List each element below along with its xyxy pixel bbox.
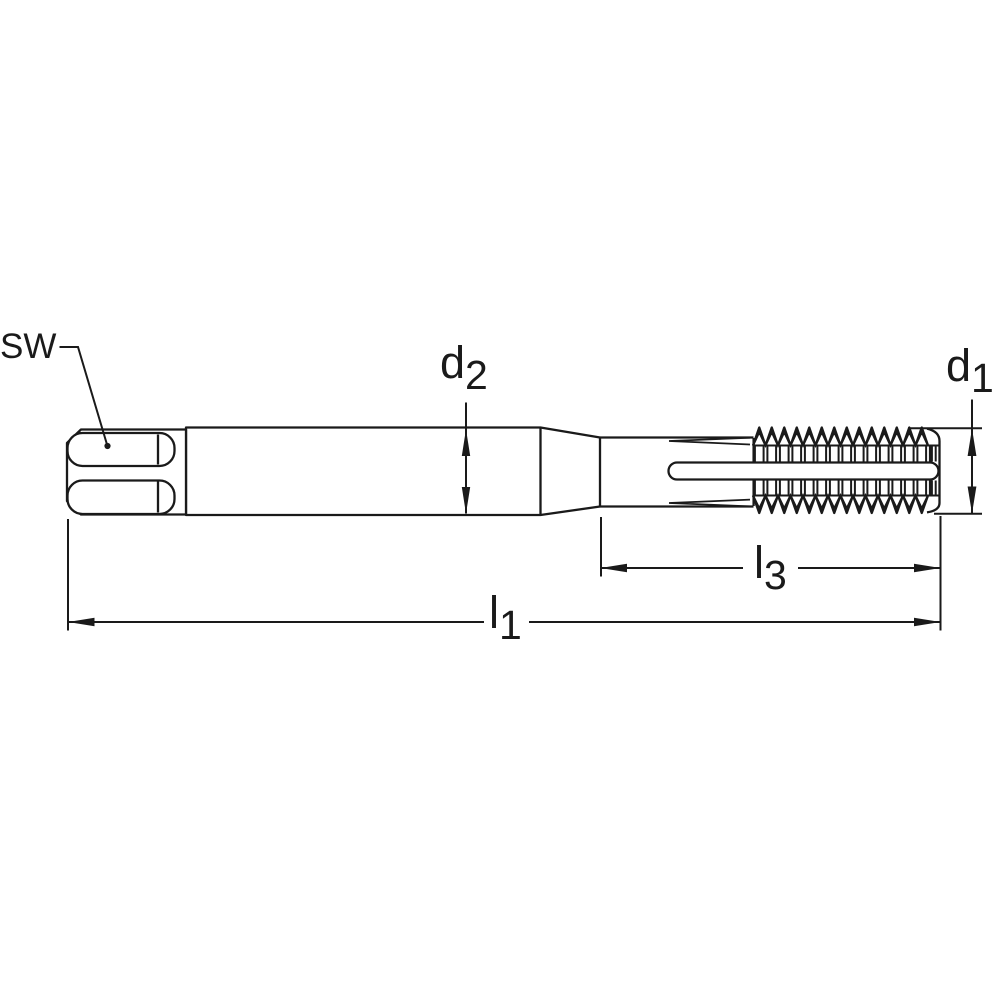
l3-dimension [600,517,941,577]
l1-dimension [67,516,942,631]
square-drive-end [65,428,188,516]
lobe-groove [667,461,940,481]
flute-runout [668,436,751,508]
label-l3-sub: 3 [764,552,787,598]
label-l1-base: l [489,587,499,638]
label-d1: d1 [946,340,994,399]
label-d2-base: d [440,337,466,388]
arrow-left [68,617,95,627]
thread-section [667,426,941,515]
arrow-down [967,486,977,514]
taper [540,426,601,517]
arrow-left [600,563,627,573]
label-l1: l1 [489,587,522,646]
label-d1-sub: 1 [971,355,994,401]
sw-leader-line [59,346,111,450]
label-d2: d2 [440,337,488,396]
label-l3: l3 [754,537,787,596]
arrow-up [967,428,977,456]
leader-dot [104,442,111,450]
label-d2-sub: 2 [465,352,488,398]
label-l1-sub: 1 [499,602,522,648]
label-sw-text: SW [0,327,57,366]
thread-root-lines [753,444,939,497]
d1-dimension [908,399,982,515]
arrow-right [914,563,941,573]
label-d1-base: d [946,340,972,391]
arrow-down [461,487,471,514]
label-l3-base: l [754,537,764,588]
arrow-right [914,617,941,627]
label-sw: SW [0,329,56,364]
d2-dimension [461,402,471,514]
arrow-up [461,429,471,456]
shank [184,426,542,517]
neck [598,436,754,508]
